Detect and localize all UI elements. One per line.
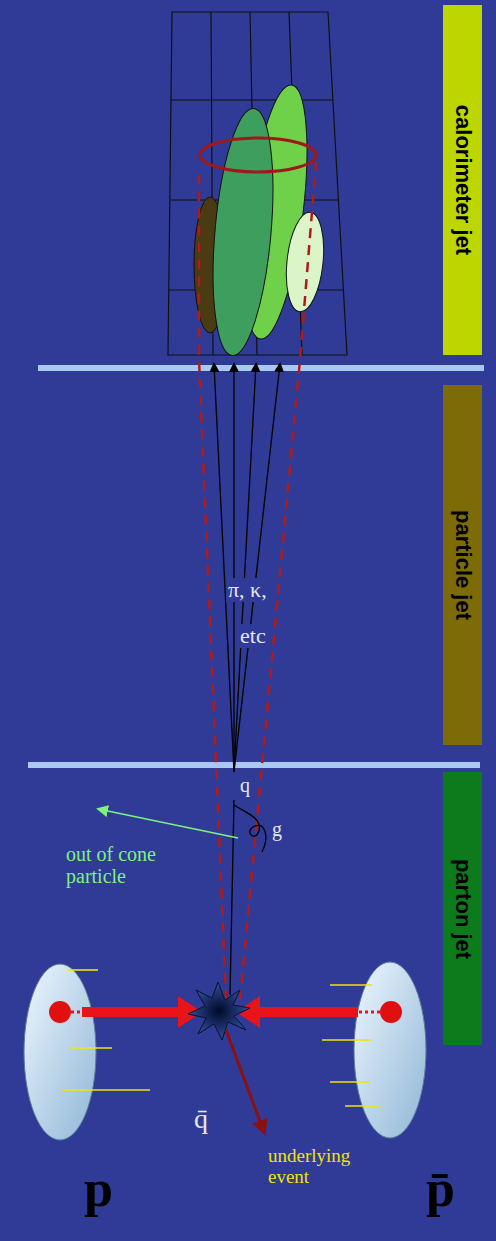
energy-deposits [194,82,328,358]
level-separator [28,762,480,768]
antiquark-arrow [226,1030,264,1132]
level-band: particle jet [443,385,482,745]
collision-star [188,982,250,1040]
annotation-label: q [240,774,250,796]
annotation-label: out of cone particle [66,843,184,887]
annotation-label: p̄ [426,1160,455,1217]
level-separator [38,365,484,371]
hadron-arrows [214,364,280,772]
band-label: parton jet [450,858,476,958]
annotation-label: q̄ [194,1104,208,1135]
jet-cone-ellipse [200,138,316,172]
annotation-label: π, κ, [226,578,269,602]
annotation-label: etc [238,624,268,648]
jet-cone-lines [199,162,316,1000]
annotation-label: underlying event [268,1146,372,1188]
annotation-label: g [272,818,282,840]
band-label: particle jet [450,510,476,620]
band-label: calorimeter jet [450,105,476,255]
gluon-curl [234,805,266,852]
parton-dot [380,1001,402,1023]
spectator-partons [62,970,380,1106]
parton-line [230,800,234,995]
proton-shape [24,964,96,1140]
antiproton-shape [354,962,426,1138]
parton-dot [49,1001,71,1023]
annotation-label: p [84,1160,113,1217]
level-band: calorimeter jet [443,5,482,355]
level-band: parton jet [443,772,482,1045]
out-of-cone-arrow [98,809,238,838]
